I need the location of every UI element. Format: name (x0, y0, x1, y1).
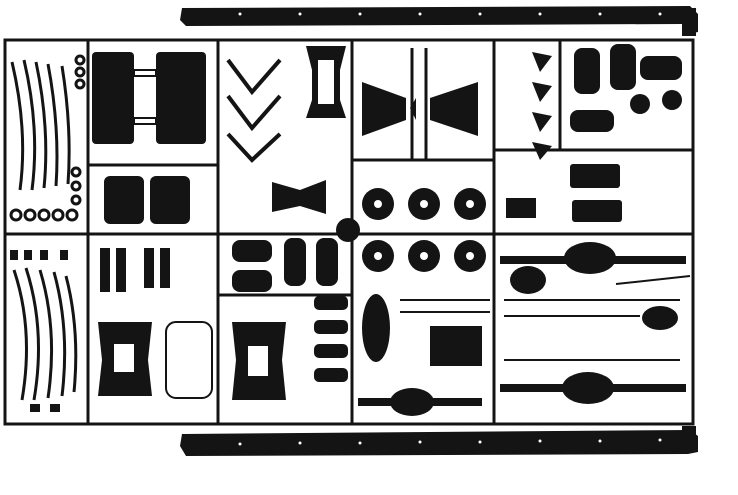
differential-vertical (362, 294, 390, 362)
battery-boxes (104, 176, 190, 224)
spring-bushings (9, 54, 86, 222)
leaf-springs-lower (12, 267, 78, 401)
leaf-springs-upper (10, 59, 71, 191)
fuel-tank-halves (92, 52, 206, 144)
shock-absorbers (314, 296, 348, 382)
battery-plate (430, 326, 482, 366)
crossmember-center (272, 180, 326, 214)
axle-center-bottom (358, 388, 482, 416)
plate-runners (410, 48, 428, 160)
chassis-rail-top (180, 6, 698, 36)
triangular-brackets (532, 52, 552, 160)
sprue-runner-frame (3, 38, 695, 426)
frame-outline-parts (165, 321, 213, 399)
axle-front-right (500, 242, 686, 274)
mounting-plates (362, 82, 478, 136)
small-air-tanks (232, 238, 338, 292)
axle-rear-right (500, 372, 686, 404)
spring-hangers (100, 248, 170, 292)
chassis-rail-bottom (180, 426, 698, 456)
air-tanks (570, 44, 682, 132)
sprue-gate-hub (336, 218, 360, 242)
suspension-a-arms (226, 58, 282, 163)
step-boxes (506, 164, 622, 222)
fifth-wheel-plates (98, 322, 286, 400)
brake-lines (400, 275, 691, 361)
small-brackets-left (10, 250, 68, 412)
brake-drums (362, 188, 486, 272)
crossmember-upper (306, 46, 346, 118)
hub-caps (510, 266, 678, 330)
